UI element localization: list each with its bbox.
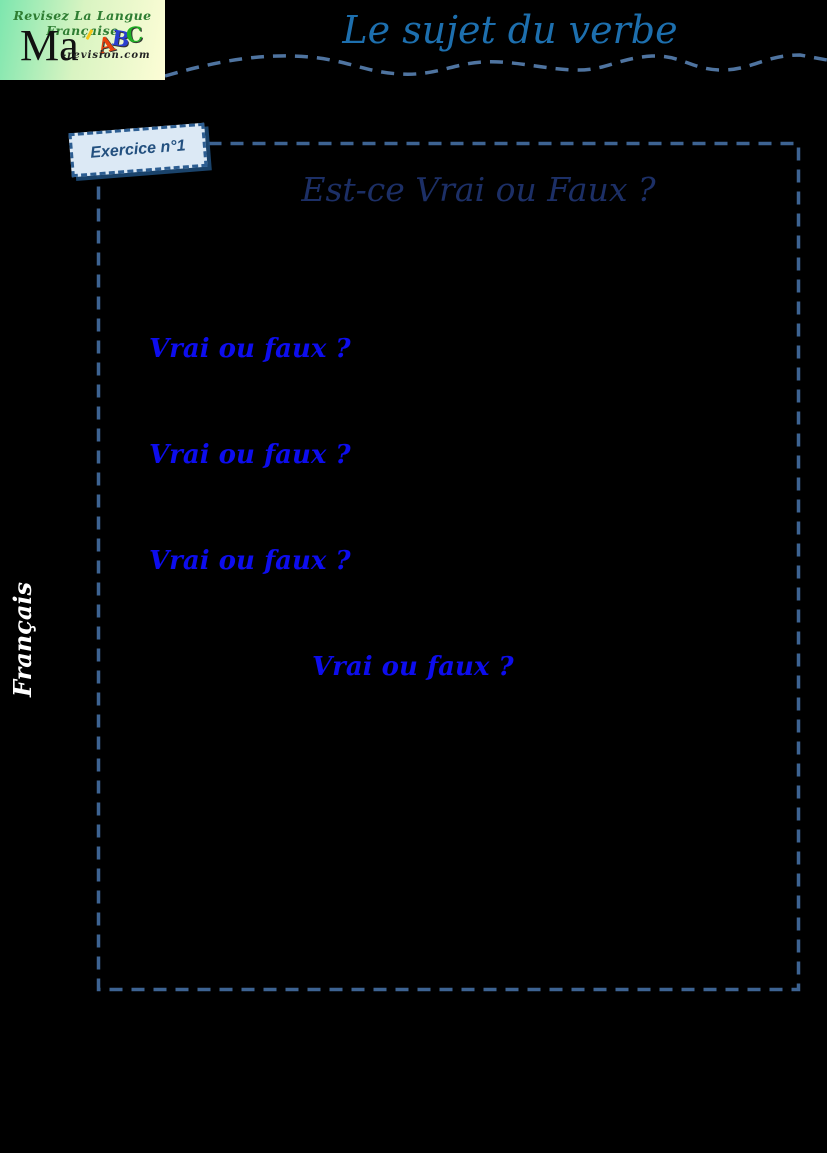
exercise-badge-label: Exercice n°1: [89, 137, 187, 162]
logo-domain-text: -revision.com: [62, 50, 151, 61]
page-title: Le sujet du verbe: [342, 8, 678, 52]
abc-letter-c: C: [124, 21, 145, 48]
wave-divider: [164, 53, 827, 78]
prompt-vrai-ou-faux-2: Vrai ou faux ?: [149, 440, 351, 470]
prompt-vrai-ou-faux-4: Vrai ou faux ?: [312, 652, 514, 682]
prompt-vrai-ou-faux-3: Vrai ou faux ?: [149, 546, 351, 576]
logo-brand-text: Ma: [20, 21, 79, 70]
exercise-box-border: [96, 141, 801, 992]
subject-label-francais: Français: [8, 581, 37, 697]
exercise-heading: Est-ce Vrai ou Faux ?: [301, 170, 656, 209]
prompt-vrai-ou-faux-1: Vrai ou faux ?: [149, 334, 351, 364]
logo-tagline: Revisez La Langue Française: [13, 8, 152, 38]
site-logo: Revisez La Langue Française Ma A B C -re…: [0, 0, 165, 80]
